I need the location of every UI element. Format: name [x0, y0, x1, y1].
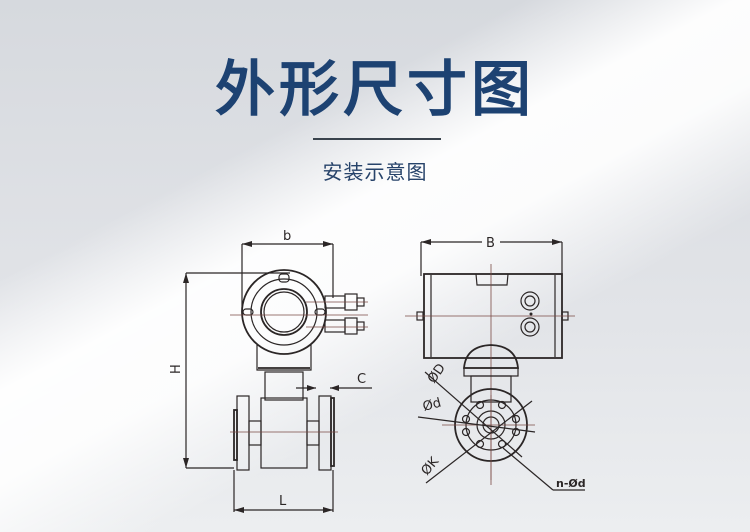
title-divider [313, 138, 441, 140]
side-view: B [405, 236, 586, 491]
dim-label-outer-diameter: ØD [425, 361, 449, 386]
front-view: b H [169, 229, 372, 513]
page-subtitle: 安装示意图 [322, 160, 428, 184]
page-title: 外形尺寸图 [215, 55, 535, 125]
dim-label-bolt-holes: n-Ød [556, 477, 586, 490]
dim-label-inner-diameter: Ød [421, 396, 443, 415]
dim-label-C: C [357, 372, 366, 387]
dim-label-B: B [486, 236, 495, 251]
dim-label-H: H [169, 364, 184, 374]
dim-label-bolt-circle: ØK [419, 454, 443, 478]
dim-label-b: b [283, 229, 291, 244]
dim-label-L: L [279, 494, 287, 509]
